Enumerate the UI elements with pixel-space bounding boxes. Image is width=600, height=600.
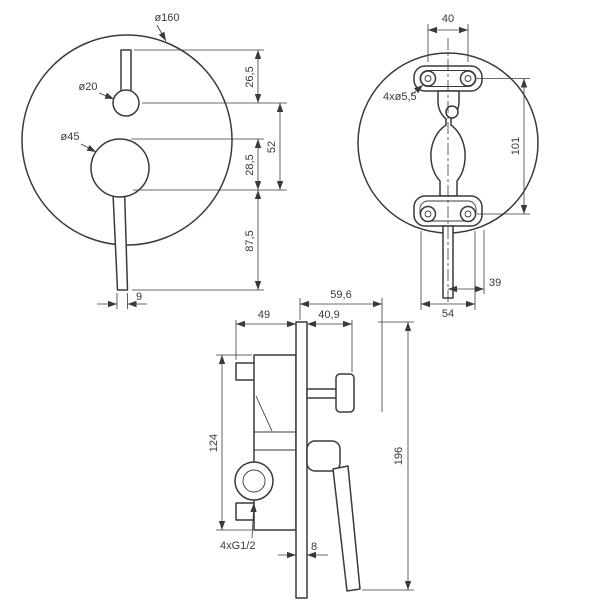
dim-total-depth-label: 59,6: [330, 289, 351, 301]
screw-hole-top-right: [459, 70, 477, 87]
dim-pin-top-label: 26,5: [244, 66, 256, 87]
mounting-tab-top: [235, 362, 257, 381]
screw-hole-top-left: [419, 70, 437, 87]
plate-diameter-label: ø160: [154, 12, 179, 24]
leader-plate-diameter: ø160: [154, 12, 180, 42]
knob-circle: [90, 138, 150, 198]
dim-front-depth-label: 40,9: [318, 309, 339, 321]
dim-body-width-label: 54: [442, 308, 454, 320]
diverter-port: [445, 105, 459, 119]
dim-pin-to-knob-label: 52: [266, 141, 278, 153]
dim-bracket-span: 101: [477, 78, 530, 215]
handle-pin: [120, 49, 132, 94]
dim-total-height-label: 196: [393, 447, 405, 465]
screw-hole-bottom-right-inner: [464, 210, 472, 218]
diverter-knob-side: [335, 373, 355, 413]
body-detail-line-3: [255, 395, 273, 432]
dim-front-depth: 40,9: [307, 309, 353, 372]
dim-screw-spacing: 40: [427, 13, 469, 62]
dim-lever-length: 87,5: [244, 190, 262, 290]
wall-plate-circle: [21, 34, 233, 246]
dim-pin-to-knob: 52: [266, 103, 284, 190]
dim-total-height: 196: [362, 321, 414, 591]
dim-lever-width-label: 9: [136, 291, 142, 303]
dim-lever-length-label: 87,5: [244, 230, 256, 251]
handle-base-side: [306, 440, 341, 472]
knob-diameter-label: ø45: [61, 131, 80, 143]
screw-hole-top-right-inner: [464, 75, 472, 82]
handle-lever-side: [332, 465, 361, 592]
dim-body-height-label: 124: [208, 434, 220, 452]
dim-body-width: 54: [420, 231, 476, 320]
dim-body-depth: 49: [235, 309, 296, 360]
screw-hole-top-left-inner: [424, 75, 432, 82]
screw-hole-bottom-right: [459, 205, 477, 223]
dim-pin-top: 26,5: [244, 50, 262, 103]
dim-lever-width: 9: [97, 291, 147, 309]
dim-knob-section: 28,5: [244, 139, 262, 190]
dim-total-depth: 59,6: [299, 289, 383, 412]
leader-pin-diameter: ø20: [79, 81, 115, 100]
escutcheon-plate-side: [295, 321, 308, 599]
screw-hole-bottom-left: [419, 205, 437, 223]
pin-diameter-label: ø20: [79, 81, 98, 93]
pin-circle: [112, 89, 140, 117]
dim-outlet-offset-label: 39: [489, 277, 501, 289]
side-view: 59,6 49 40,9 124 196 4xG1/2: [208, 289, 414, 599]
rear-view: 40 4xø5,5 101 39 54: [357, 13, 539, 320]
screw-holes-callout: 4xø5,5: [383, 84, 424, 103]
dim-bracket-span-label: 101: [510, 137, 522, 155]
front-view: ø160 ø20 ø45 26,5 28,5 87,5: [21, 12, 287, 309]
dim-screw-spacing-label: 40: [442, 13, 454, 25]
front-extension-lines: [131, 49, 287, 291]
dim-body-height: 124: [208, 354, 252, 531]
dim-outlet-offset: 39: [448, 230, 501, 294]
leader-knob-diameter: ø45: [61, 131, 97, 153]
connection-thread-callout: 4xG1/2: [220, 502, 257, 552]
dim-plate-thickness: 8: [278, 541, 328, 559]
screw-hole-bottom-left-inner: [424, 210, 432, 218]
dim-knob-section-label: 28,5: [244, 154, 256, 175]
diverter-stem-side: [306, 388, 339, 399]
connection-thread-label: 4xG1/2: [220, 540, 255, 552]
screw-holes-label: 4xø5,5: [383, 91, 417, 103]
dim-body-depth-label: 49: [258, 309, 270, 321]
dim-plate-thickness-label: 8: [311, 541, 317, 553]
valve-body-side: [253, 354, 297, 531]
inlet-union: [234, 461, 274, 501]
inlet-union-inner: [242, 469, 266, 493]
